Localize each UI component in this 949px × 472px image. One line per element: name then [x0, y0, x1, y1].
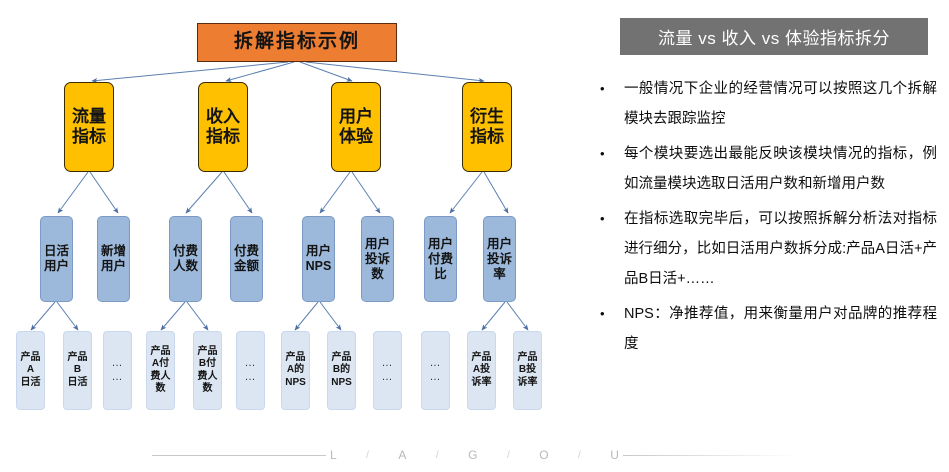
panel-header-title: 流量 vs 收入 vs 体验指标拆分	[658, 29, 890, 48]
bullet-marker-icon: •	[600, 211, 605, 226]
bullet-marker-icon: •	[600, 81, 605, 96]
footer-brand-text: L / A / G / O / U	[330, 440, 620, 470]
wm-char: L	[330, 448, 338, 462]
level4-node-product-a-nps[interactable]: 产品 A的 NPS	[281, 331, 310, 410]
bullet-item: • 一般情况下企业的经营情况可以按照这几个拆解模块去跟踪监控	[592, 74, 937, 134]
wm-sep: /	[506, 449, 511, 461]
footer-rule-left	[152, 455, 326, 456]
level4-node-product-b-dau[interactable]: 产品 B 日活	[63, 331, 92, 410]
bullet-text: 每个模块要选出最能反映该模块情况的指标，例如流量模块选取日活用户数和新增用户数	[624, 146, 937, 192]
level3-node-dau[interactable]: 日活 用户	[40, 216, 73, 302]
level3-node-paying-users[interactable]: 付费 人数	[169, 216, 202, 302]
panel-header-bar: 流量 vs 收入 vs 体验指标拆分	[620, 18, 928, 55]
level3-node-new-users[interactable]: 新增 用户	[97, 216, 130, 302]
level3-node-complaint-rate[interactable]: 用户 投诉 率	[483, 216, 516, 302]
level2-node-derived[interactable]: 衍生 指标	[462, 82, 512, 172]
bullet-item: • NPS：净推荐值，用来衡量用户对品牌的推荐程度	[592, 299, 937, 359]
level2-node-user-experience[interactable]: 用户 体验	[331, 82, 381, 172]
bullet-item: • 每个模块要选出最能反映该模块情况的指标，例如流量模块选取日活用户数和新增用户…	[592, 139, 937, 199]
level3-node-user-nps[interactable]: 用户 NPS	[302, 216, 335, 302]
level4-node-product-b-nps[interactable]: 产品 B的 NPS	[327, 331, 356, 410]
bullet-list: • 一般情况下企业的经营情况可以按照这几个拆解模块去跟踪监控 • 每个模块要选出…	[592, 74, 937, 364]
level4-node-product-b-paying-users[interactable]: 产品 B付 费人 数	[193, 331, 222, 410]
bullet-marker-icon: •	[600, 306, 605, 321]
diagram-title-node[interactable]: 拆解指标示例	[197, 23, 397, 62]
wm-sep: /	[435, 449, 440, 461]
level4-node-product-a-complaint-rate[interactable]: 产品 A投 诉率	[467, 331, 496, 410]
level4-node-ellipsis-3[interactable]: … …	[373, 331, 402, 410]
bullet-marker-icon: •	[600, 146, 605, 161]
level4-node-product-b-complaint-rate[interactable]: 产品 B投 诉率	[513, 331, 542, 410]
bullet-text: NPS：净推荐值，用来衡量用户对品牌的推荐程度	[624, 306, 937, 352]
level4-node-product-a-paying-users[interactable]: 产品 A付 费人 数	[146, 331, 175, 410]
wm-sep: /	[366, 449, 370, 461]
wm-char: A	[398, 448, 408, 462]
footer-rule-right	[623, 455, 797, 456]
level3-node-pay-ratio[interactable]: 用户 付费 比	[424, 216, 457, 302]
level4-node-ellipsis-1[interactable]: … …	[103, 331, 132, 410]
level4-node-ellipsis-2[interactable]: … …	[236, 331, 265, 410]
level4-node-product-a-dau[interactable]: 产品 A 日活	[16, 331, 45, 410]
wm-char: U	[610, 448, 620, 462]
level2-node-revenue[interactable]: 收入 指标	[198, 82, 248, 172]
level4-node-ellipsis-4[interactable]: … …	[421, 331, 450, 410]
level2-node-traffic[interactable]: 流量 指标	[64, 82, 114, 172]
level3-node-paying-amount[interactable]: 付费 金额	[230, 216, 263, 302]
level3-node-complaint-count[interactable]: 用户 投诉 数	[361, 216, 394, 302]
footer-watermark: L / A / G / O / U	[0, 440, 949, 472]
wm-char: G	[468, 448, 479, 462]
wm-char: O	[539, 448, 550, 462]
bullet-item: • 在指标选取完毕后，可以按照拆解分析法对指标进行细分，比如日活用户数拆分成:产…	[592, 204, 937, 294]
wm-sep: /	[578, 449, 582, 461]
bullet-text: 在指标选取完毕后，可以按照拆解分析法对指标进行细分，比如日活用户数拆分成:产品A…	[624, 211, 937, 287]
metric-breakdown-diagram: 拆解指标示例 流量 指标 收入 指标 用户 体验 衍生 指标 日活 用户 新增 …	[16, 23, 542, 410]
bullet-text: 一般情况下企业的经营情况可以按照这几个拆解模块去跟踪监控	[624, 81, 937, 127]
